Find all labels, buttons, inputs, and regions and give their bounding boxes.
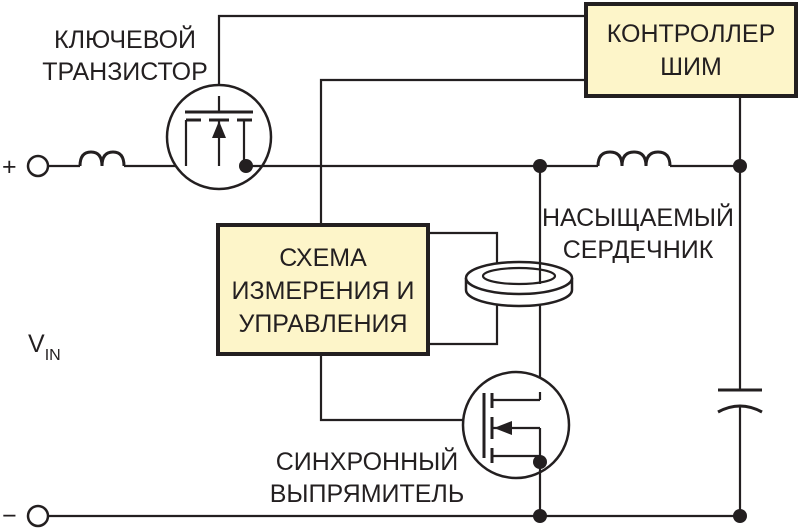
sync-rectifier-label-line1: СИНХРОННЫЙ: [276, 446, 459, 476]
gate-drive-wire: [217, 14, 586, 96]
plus-sign: +: [2, 153, 17, 181]
saturable-core-label-line2: СЕРДЕЧНИК: [563, 236, 714, 264]
sense-winding-top: [429, 231, 499, 276]
switch-transistor-label-line1: КЛЮЧЕВОЙ: [54, 24, 196, 54]
saturable-core-label-line1: НАСЫЩАЕМЫЙ: [542, 202, 734, 232]
junction-dot-6: [733, 509, 747, 523]
switch-transistor-label-line2: ТРАНЗИСТОР: [42, 58, 208, 86]
pwm-controller-box: [584, 2, 798, 98]
switch-transistor: [165, 83, 273, 191]
pwm-controller-label-line2: ШИМ: [660, 53, 722, 81]
vin-subscript: IN: [45, 347, 61, 364]
minus-sign: −: [2, 502, 17, 529]
sense-control-label-line1: СХЕМА: [279, 244, 367, 272]
pwm-controller-label-line1: КОНТРОЛЛЕР: [607, 20, 776, 48]
vin-label: VIN: [28, 330, 61, 364]
output-inductor: [596, 150, 672, 167]
plus-terminal: [26, 154, 50, 178]
vin-main: V: [28, 330, 45, 358]
input-inductor: [78, 150, 126, 167]
saturable-core: [464, 260, 574, 308]
junction-dot-1: [239, 159, 253, 173]
sync-rectifier-label-line2: ВЫПРЯМИТЕЛЬ: [270, 480, 465, 508]
junction-dot-5: [533, 509, 547, 523]
controller-sense-wire: [319, 78, 586, 224]
sense-control-label-line2: ИЗМЕРЕНИЯ И: [232, 277, 415, 305]
sense-control-box: [216, 223, 430, 356]
sync-rectifier-transistor: [461, 370, 571, 480]
sense-control-label-line3: УПРАВЛЕНИЯ: [238, 310, 407, 338]
minus-terminal: [26, 504, 50, 528]
sense-winding-bottom: [429, 303, 499, 346]
sync-gate-wire: [319, 356, 484, 422]
